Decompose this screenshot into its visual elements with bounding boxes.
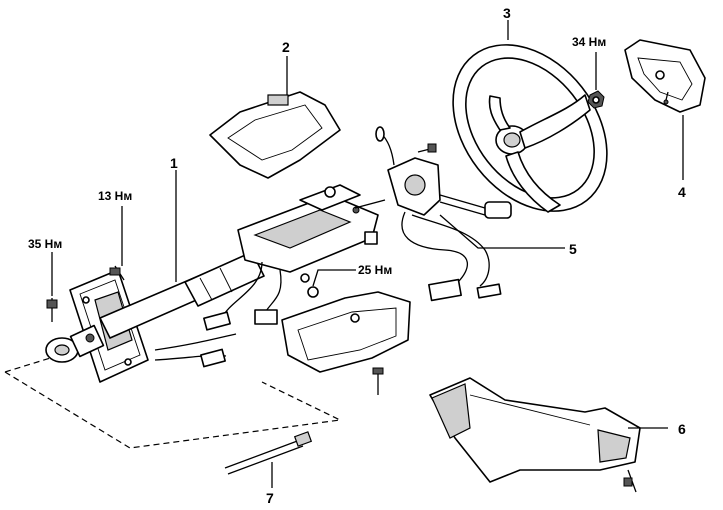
callout-2: 2 — [282, 39, 290, 55]
switch-screw — [417, 143, 437, 153]
air-duct — [429, 377, 641, 483]
horn-pad — [624, 39, 706, 113]
torque-label-13: 13 Нм — [98, 189, 132, 203]
upper-column-cover — [209, 91, 341, 179]
lower-column-cover — [281, 291, 411, 373]
steering-wheel-nut — [587, 90, 605, 109]
cover-screw — [372, 367, 384, 395]
torque-label-25: 25 Нм — [358, 263, 392, 277]
flange-bolt-35 — [46, 298, 58, 322]
callout-5: 5 — [569, 241, 577, 257]
callout-7: 7 — [266, 490, 274, 506]
callout-6: 6 — [678, 421, 686, 437]
column-bracket — [221, 184, 386, 325]
universal-joint — [45, 324, 105, 363]
duct-screw — [623, 469, 637, 493]
leader-lines — [51, 20, 684, 488]
callout-1: 1 — [170, 155, 178, 171]
torque-label-34: 34 Нм — [572, 35, 606, 49]
dashed-boundary — [4, 354, 343, 449]
combination-switch — [375, 126, 512, 302]
torque-label-35: 35 Нм — [28, 237, 62, 251]
flange-bolt-13 — [109, 265, 125, 281]
callout-3: 3 — [503, 5, 511, 21]
intermediate-shaft — [224, 431, 313, 475]
steering-wheel — [452, 44, 608, 213]
callout-4: 4 — [678, 184, 686, 200]
nut-25 — [300, 273, 319, 298]
wire-harness-connectors — [154, 311, 237, 368]
